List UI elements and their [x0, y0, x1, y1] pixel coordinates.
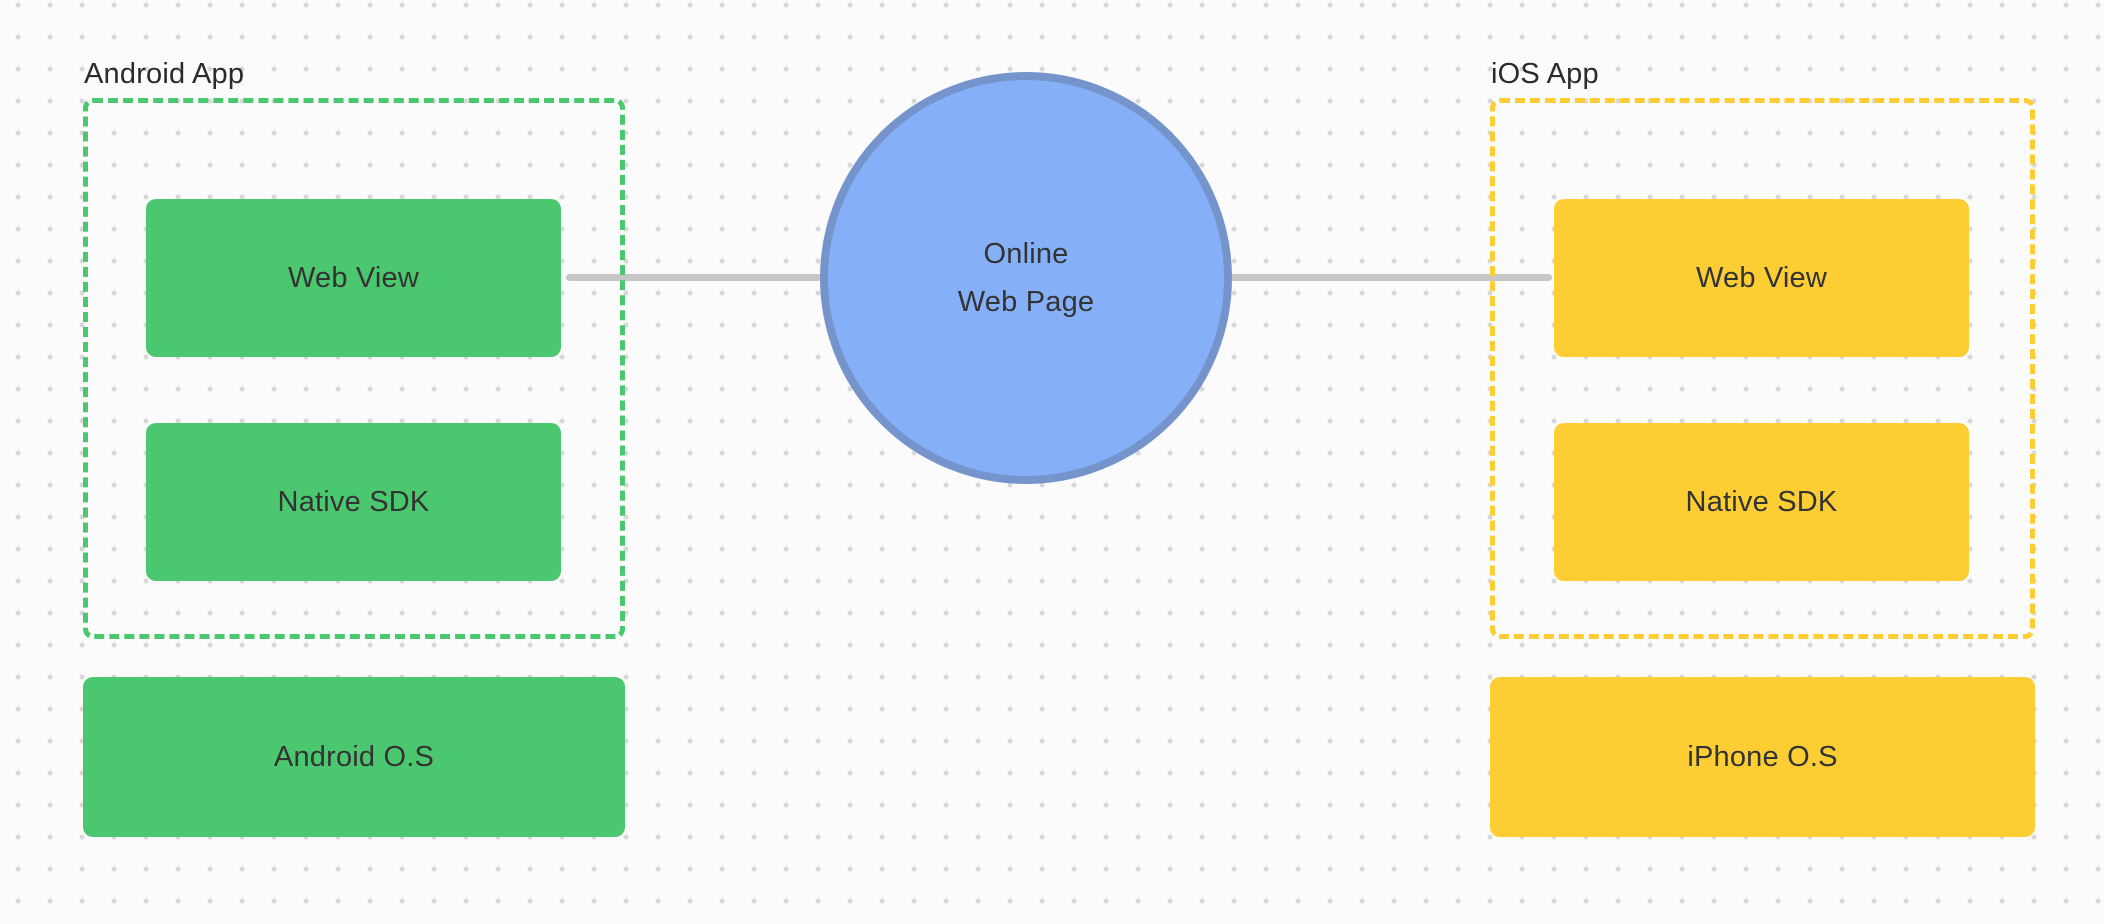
ios-web-view-node: Web View: [1554, 199, 1969, 357]
ios-native-sdk-node: Native SDK: [1554, 423, 1969, 581]
iphone-os-node: iPhone O.S: [1490, 677, 2035, 837]
android-app-group-label: Android App: [84, 58, 245, 90]
android-web-view-node: Web View: [146, 199, 561, 357]
online-web-page-label-line2: Web Page: [957, 286, 1095, 318]
ios-app-group-boundary: [1490, 98, 2035, 639]
android-native-sdk-node: Native SDK: [146, 423, 561, 581]
connector-android-webview-to-online-webpage: [566, 274, 826, 281]
android-os-node: Android O.S: [83, 677, 625, 837]
online-web-page-node: Online Web Page: [820, 72, 1232, 484]
ios-app-group-label: iOS App: [1491, 58, 1599, 90]
android-app-group-boundary: [83, 98, 625, 639]
connector-online-webpage-to-ios-webview: [1227, 274, 1552, 281]
online-web-page-label-line1: Online: [983, 238, 1069, 270]
